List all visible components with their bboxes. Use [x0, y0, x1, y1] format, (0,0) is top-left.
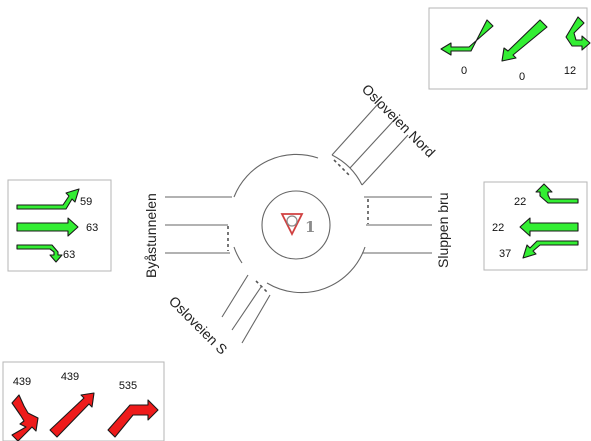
road-byastunnelen: [165, 196, 232, 254]
road-label-osloveien-s: Osloveien S: [166, 293, 231, 358]
movement-count-north-through: 0: [519, 71, 525, 83]
movement-count-east-left: 37: [499, 248, 511, 260]
movement-panel-west: 59 63 63: [7, 179, 112, 272]
right-turn-arrow-icon: [565, 16, 591, 51]
outer-ring-arc-nw: [233, 153, 319, 198]
yield-triangle-icon: [280, 213, 304, 237]
movement-count-north-left: 0: [461, 65, 467, 77]
road-label-byastunnelen: Byåstunnelen: [143, 193, 159, 278]
central-island: [261, 190, 331, 260]
road-label-osloveien-nord: Osloveien Nord: [359, 81, 439, 161]
through-arrow-icon: [501, 19, 548, 62]
right-turn-arrow-icon: [535, 183, 579, 204]
left-turn-arrow-icon: [16, 188, 80, 210]
movement-panel-north: 0 0 12: [428, 7, 591, 90]
left-turn-arrow-icon: [440, 19, 494, 56]
roundabout: [233, 153, 366, 294]
movement-count-west-left: 59: [80, 196, 92, 208]
through-arrow-icon: [49, 392, 95, 438]
movement-count-east-right: 22: [514, 196, 526, 208]
through-arrow-icon: [519, 217, 579, 237]
road-osloveien-nord: [331, 103, 409, 186]
outer-ring-arc-sw: [233, 246, 243, 264]
through-arrow-icon: [16, 217, 79, 237]
road-sluppen-bru: [362, 196, 432, 254]
movement-count-north-right: 12: [564, 65, 576, 77]
outer-ring-arc-ne: [331, 154, 363, 186]
stop-line-north: [333, 159, 351, 177]
road-label-sluppen-bru: Sluppen bru: [435, 192, 451, 268]
node-marker: 1: [280, 213, 315, 237]
node-id-label: 1: [305, 218, 315, 236]
movement-count-east-through: 22: [492, 222, 504, 234]
road-osloveien-s: [221, 274, 271, 344]
movement-count-south-right: 535: [119, 380, 137, 392]
left-turn-arrow-icon: [522, 240, 579, 259]
right-turn-arrow-icon: [107, 399, 159, 438]
stop-line-south: [255, 280, 269, 294]
movement-panel-east: 22 22 37: [483, 181, 588, 271]
movement-count-west-through: 63: [86, 222, 98, 234]
movement-count-south-left: 439: [13, 376, 31, 388]
movement-panel-south: 439 439 535: [2, 361, 165, 441]
movement-count-south-through: 439: [61, 371, 79, 383]
right-turn-arrow-icon: [16, 244, 63, 263]
left-turn-arrow-icon: [11, 394, 39, 441]
movement-count-west-right: 63: [63, 249, 75, 261]
outer-ring-arc-se: [266, 246, 366, 294]
